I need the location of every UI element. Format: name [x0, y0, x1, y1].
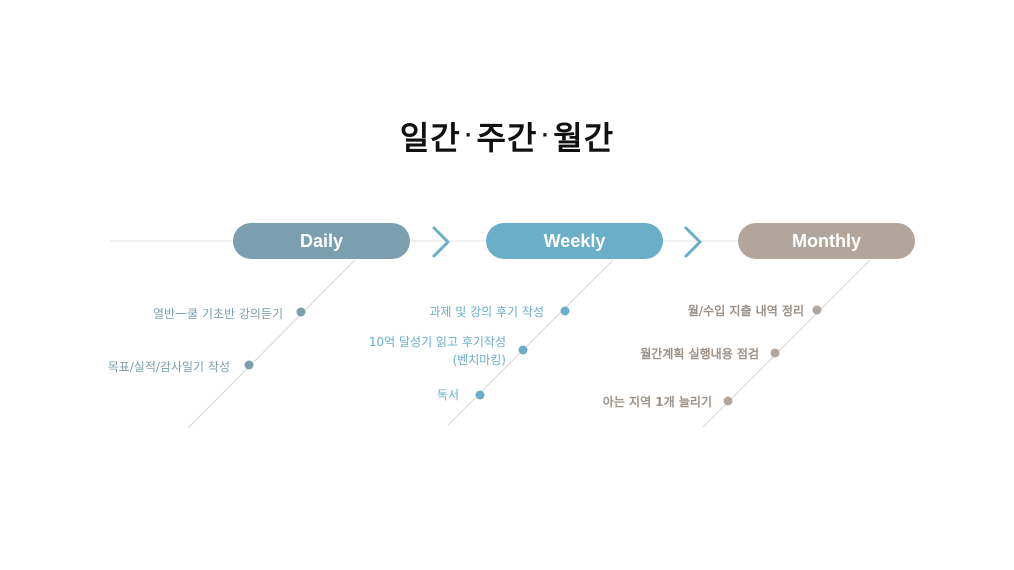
item-text: 10억 달성기 읽고 후기작성 [368, 335, 506, 349]
daily-item: 열반一쿨 기초반 강의듣기 [153, 305, 283, 323]
page-title: 일간·주간·월간 [0, 113, 1014, 159]
item-text: 과제 및 강의 후기 작성 [429, 305, 544, 319]
title-separator: · [464, 124, 473, 146]
monthly-item: 월간계획 실행내용 점검 [640, 345, 759, 363]
chevron-right-icon [684, 226, 702, 258]
daily-diagonal [187, 259, 356, 429]
title-weekly: 주간 [476, 119, 538, 157]
daily-item-marker [244, 360, 254, 370]
daily-label: Daily [299, 230, 344, 251]
weekly-diagonal [447, 259, 614, 426]
monthly-item: 월/수입 지출 내역 정리 [688, 302, 804, 320]
item-text: 아는 지역 1개 늘리기 [602, 395, 712, 409]
item-text: 목표/실적/감사일기 작성 [107, 360, 230, 374]
title-separator: · [541, 124, 550, 146]
monthly-item-marker [812, 305, 822, 315]
title-monthly: 월간 [553, 119, 615, 157]
weekly-item: 10억 달성기 읽고 후기작성 (벤치마킹) [369, 333, 506, 369]
weekly-item: 독서 [437, 386, 459, 404]
monthly-item-marker [770, 348, 780, 358]
monthly-item: 아는 지역 1개 늘리기 [603, 393, 712, 411]
monthly-label: Monthly [792, 230, 861, 251]
monthly-item-marker [723, 396, 733, 406]
item-text: 월간계획 실행내용 점검 [640, 347, 759, 361]
item-text: (벤치마킹) [452, 353, 506, 367]
daily-pill: Daily [233, 223, 410, 259]
chevron-right-icon [432, 226, 450, 258]
daily-item-marker [296, 307, 306, 317]
weekly-item-marker [560, 306, 570, 316]
weekly-pill: Weekly [486, 223, 663, 259]
weekly-item-marker [518, 345, 528, 355]
daily-item: 목표/실적/감사일기 작성 [108, 358, 230, 376]
weekly-item: 과제 및 강의 후기 작성 [429, 303, 544, 321]
monthly-pill: Monthly [738, 223, 915, 259]
item-text: 월/수입 지출 내역 정리 [687, 304, 804, 318]
title-daily: 일간 [399, 119, 461, 157]
weekly-item-marker [475, 390, 485, 400]
item-text: 열반一쿨 기초반 강의듣기 [152, 307, 283, 321]
item-text: 독서 [436, 388, 459, 402]
weekly-label: Weekly [543, 230, 606, 251]
